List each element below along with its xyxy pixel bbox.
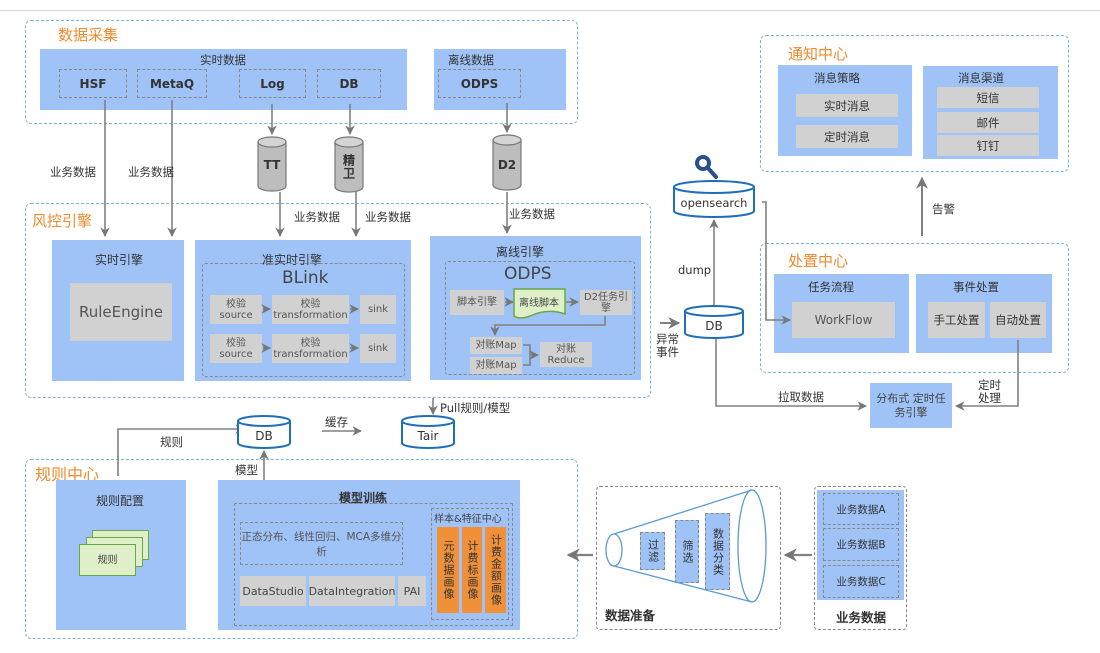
dispose-center-section (760, 243, 1069, 373)
tool-dataintegration[interactable]: DataIntegration (309, 576, 395, 606)
db-event-label[interactable]: DB (705, 319, 723, 333)
reconcile-map-2: 对账Map (470, 357, 522, 374)
reconcile-reduce: 对账 Reduce (540, 342, 592, 367)
label-model: 模型 (235, 463, 258, 477)
profile-billing-target: 计费标画像 (462, 527, 482, 613)
label-biz-data-hsf: 业务数据 (50, 165, 96, 179)
top-divider (0, 10, 1100, 11)
source-db[interactable]: DB (317, 69, 381, 98)
d2-queue-label: D2 (497, 158, 517, 172)
label-biz-data-d2: 业务数据 (509, 207, 555, 221)
blink-transform-2: 校验 transformation (272, 334, 349, 363)
biz-data-title: 业务数据 (836, 610, 887, 625)
jingwei-queue-label: 精卫 (341, 154, 356, 180)
training-container (234, 503, 513, 626)
section-title-notify-center: 通知中心 (788, 45, 849, 63)
profile-billing-amount: 计费金额画像 (485, 527, 506, 613)
d2-task-engine: D2任务引擎 (580, 290, 632, 315)
tair-label[interactable]: Tair (417, 429, 439, 443)
odps-container (445, 261, 635, 375)
blink-source-1: 校验 source (210, 295, 262, 324)
strategy-scheduled[interactable]: 定时消息 (796, 125, 898, 148)
label-pull-data: 拉取数据 (778, 390, 824, 404)
risk-engine-section (25, 203, 651, 398)
biz-data-c[interactable]: 业务数据C (823, 565, 899, 598)
source-hsf[interactable]: HSF (59, 69, 127, 98)
notify-center-section (760, 35, 1069, 172)
odps-title: ODPS (504, 264, 552, 284)
task-flow-title: 任务流程 (808, 280, 854, 294)
profile-metadata: 元数据画像 (437, 527, 459, 613)
label-dump: dump (678, 263, 712, 277)
tool-datastudio[interactable]: DataStudio (240, 576, 306, 606)
biz-data-container (814, 486, 907, 630)
biz-data-a[interactable]: 业务数据A (823, 493, 899, 525)
label-biz-data-tt: 业务数据 (294, 210, 340, 224)
label-abnormal-event: 异常事件 (656, 332, 679, 359)
offline-data-title: 离线数据 (448, 53, 494, 67)
data-prep-title: 数据准备 (605, 608, 656, 623)
rule-document[interactable]: 规则 (79, 544, 136, 576)
tool-pai[interactable]: PAI (398, 576, 426, 606)
channel-sms[interactable]: 短信 (937, 87, 1039, 108)
section-title-risk-engine: 风控引擎 (32, 212, 93, 230)
message-strategy-title: 消息策略 (814, 71, 860, 85)
reconcile-map-1: 对账Map (470, 337, 522, 354)
search-magnifier-icon (695, 155, 718, 179)
step-screen: 筛选 (675, 520, 699, 583)
event-dispose-title: 事件处置 (953, 280, 999, 294)
source-log[interactable]: Log (239, 69, 306, 98)
distributed-scheduler[interactable]: 分布式 定时任务引擎 (870, 383, 952, 428)
blink-container (202, 263, 405, 377)
biz-data-panel (817, 490, 904, 600)
data-prep-container (596, 486, 781, 630)
realtime-data-panel (40, 49, 407, 110)
script-engine: 脚本引擎 (450, 290, 504, 315)
tt-queue-label: TT (263, 158, 281, 172)
section-title-dispose-center: 处置中心 (788, 252, 849, 270)
blink-transform-1: 校验 transformation (272, 295, 349, 324)
blink-title: BLink (282, 268, 329, 288)
label-pull-rule-model: Pull规则/模型 (440, 401, 511, 415)
blink-sink-2: sink (360, 334, 396, 363)
realtime-data-title: 实时数据 (200, 53, 246, 67)
biz-data-b[interactable]: 业务数据B (823, 528, 899, 561)
data-collection-section (25, 20, 578, 124)
offline-engine-title: 离线引擎 (496, 245, 545, 259)
rule-config-title: 规则配置 (96, 494, 145, 508)
offline-data-panel (434, 49, 566, 110)
workflow[interactable]: WorkFlow (792, 302, 895, 338)
manual-dispose[interactable]: 手工处置 (928, 302, 985, 338)
label-rule: 规则 (160, 435, 183, 449)
auto-dispose[interactable]: 自动处置 (990, 302, 1046, 338)
message-channel-title: 消息渠道 (958, 71, 1004, 85)
blink-sink-1: sink (360, 295, 396, 324)
feature-center-title: 样本&特征中心 (434, 514, 502, 525)
label-biz-data-jingwei: 业务数据 (365, 210, 411, 224)
step-filter: 过滤 (640, 532, 665, 570)
opensearch-label[interactable]: opensearch (680, 196, 748, 210)
db-rule-label[interactable]: DB (255, 429, 273, 443)
step-classify: 数据分类 (705, 513, 730, 590)
label-alert: 告警 (932, 202, 955, 216)
offline-script-label: 离线脚本 (519, 297, 559, 309)
section-title-collection: 数据采集 (58, 26, 119, 44)
blink-source-2: 校验 source (210, 334, 262, 363)
realtime-engine-title: 实时引擎 (95, 253, 144, 267)
channel-dingtalk[interactable]: 钉钉 (937, 135, 1039, 156)
feature-center-container (431, 508, 509, 620)
model-training-title: 模型训练 (339, 491, 388, 505)
analysis-methods: 正态分布、线性回归、MCA多维分析 (240, 522, 403, 565)
label-biz-data-metaq: 业务数据 (128, 165, 174, 179)
source-metaq[interactable]: MetaQ (137, 69, 207, 98)
strategy-realtime[interactable]: 实时消息 (796, 94, 898, 117)
channel-email[interactable]: 邮件 (937, 112, 1039, 133)
rule-engine[interactable]: RuleEngine (70, 283, 172, 341)
label-cache: 缓存 (325, 415, 348, 429)
section-title-rule-center: 规则中心 (35, 465, 100, 484)
label-scheduled-processing: 定时处理 (978, 378, 1001, 405)
source-odps[interactable]: ODPS (438, 69, 521, 98)
